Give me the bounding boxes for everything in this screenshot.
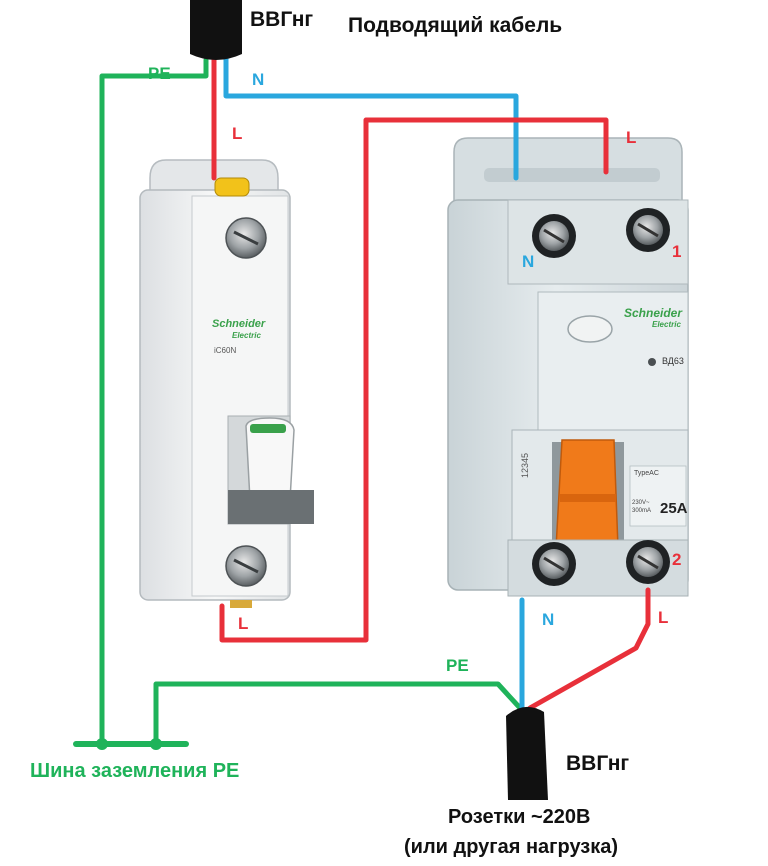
rcd-screw-n-top[interactable] [532,214,576,258]
input-cable-name: ВВГнг [250,8,314,31]
breaker-yellow-clip [214,177,250,197]
rcd-lever-grip [560,494,616,502]
label-n-out: N [542,610,555,629]
rcd-indicator-dot [648,358,656,366]
rcd-brand-sub: Electric [652,320,681,329]
rcd-spec-1: 230V~ [632,500,650,506]
breaker-brand-sub: Electric [232,331,261,340]
rcd-info-box [629,465,687,527]
input-cable [190,0,242,60]
breaker-screw-bottom[interactable] [225,545,267,587]
breaker-lever-base [228,490,314,524]
label-l-breaker-out: L [238,614,249,633]
rcd-brand: Schneider [624,306,683,320]
label-l-out: L [658,608,669,627]
rcd-screw-l-top[interactable] [626,208,670,252]
rcd-test-button[interactable] [567,315,613,343]
label-terminal-1: 1 [672,242,682,261]
breaker-lever-green [250,424,286,433]
rcd-model: ВД63 [662,356,684,366]
rcd-screw-l-bottom[interactable] [626,540,670,584]
label-pe-out: PE [446,656,469,675]
output-cable-name: ВВГнг [566,752,630,775]
wire-l-output [527,587,651,711]
breaker-front [191,195,289,597]
label-terminal-2: 2 [672,550,682,569]
rcd-spec-2: 300mA [632,508,652,514]
rcd-type: TypeAC [634,470,659,477]
rcd-device [447,137,689,597]
breaker-model: iC60N [214,346,237,355]
label-l-input: L [232,124,243,143]
breaker-brand: Schneider [212,318,266,330]
rcd-front-panel [537,291,689,433]
rcd-rating: 25A [660,500,688,517]
label-n-rcd-in: N [522,252,535,271]
breaker-device [139,159,314,608]
wire-l-breaker-rcd [219,117,609,643]
label-pe-top: PE [148,64,171,83]
wire-pe-main [99,57,209,747]
rcd-screw-n-bottom[interactable] [532,542,576,586]
ground-junction-1 [96,738,108,750]
ground-junction-2 [150,738,162,750]
wire-pe-load [153,681,523,747]
ground-bus-label: Шина заземления PE [30,760,240,782]
label-n-top: N [252,70,265,89]
breaker-screw-top[interactable] [225,217,267,259]
output-cable [506,706,548,800]
load-label-line1: Розетки ~220В [448,806,591,828]
input-cable-title: Подводящий кабель [348,14,563,37]
rcd-top-slot [484,168,660,182]
wire-n-input [223,55,519,181]
load-label-line2: (или другая нагрузка) [404,836,619,858]
breaker-bottom-lug [230,600,252,608]
breaker-lever[interactable] [245,417,295,501]
label-l-rcd-in: L [626,128,637,147]
rcd-side-mark: 12345 [520,452,530,478]
